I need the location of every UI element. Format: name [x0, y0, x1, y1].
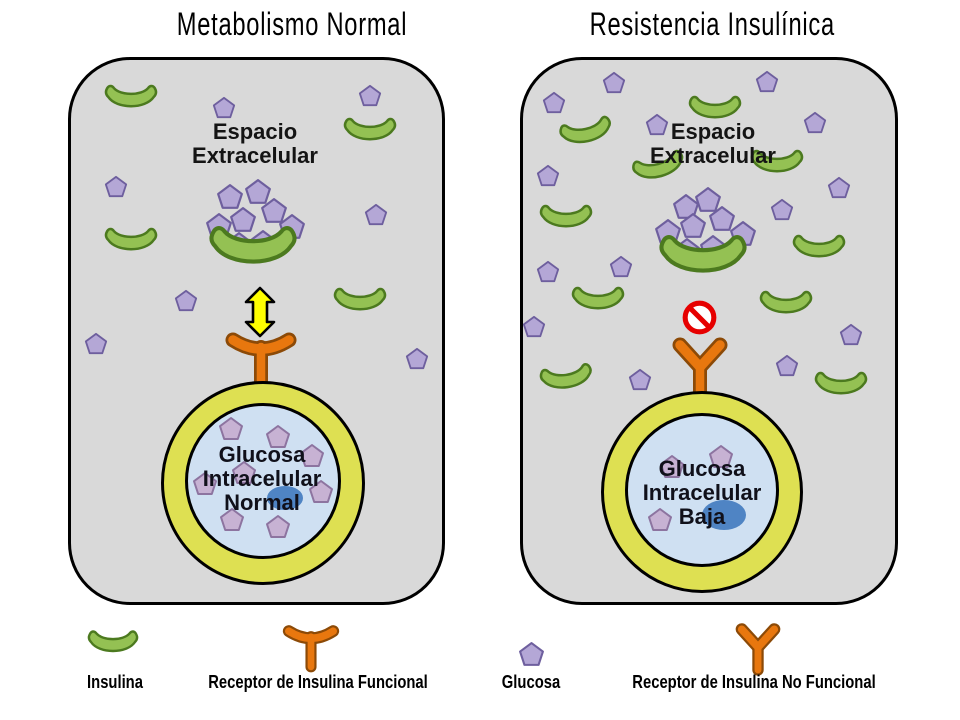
- left-extracellular-space-label: Espacio Extracelular: [135, 120, 375, 168]
- cell-label-line: Baja: [678, 504, 726, 529]
- cell-label-line: Glucosa: [218, 442, 306, 467]
- blocked-sign-icon: [682, 300, 717, 335]
- cell-label-line: Glucosa: [658, 456, 746, 481]
- space-label-line: Extracelular: [192, 143, 318, 168]
- nonfunctional-receptor-icon: [672, 337, 728, 402]
- cell-label-line: Normal: [224, 490, 300, 515]
- functional-receptor-icon: [225, 332, 297, 392]
- right-extracellular-space-label: Espacio Extracelular: [593, 120, 833, 168]
- space-label-line: Extracelular: [650, 143, 776, 168]
- cell-label-line: Intracelular: [642, 480, 762, 505]
- left-cell-glucose-label: Glucosa Intracelular Normal: [152, 443, 372, 515]
- legend-label-nonfunctional-receptor: Receptor de Insulina No Funcional: [632, 671, 876, 692]
- legend-label-functional-receptor: Receptor de Insulina Funcional: [208, 671, 428, 692]
- legend-label-glucose: Glucosa: [501, 671, 561, 692]
- legend-glucose-pentagon-icon: [518, 641, 544, 666]
- space-label-line: Espacio: [670, 119, 756, 144]
- right-cell-glucose-label: Glucosa Intracelular Baja: [592, 457, 812, 529]
- legend-functional-receptor-icon: [282, 625, 340, 673]
- left-panel-title: Metabolismo Normal: [176, 6, 408, 42]
- legend-nonfunctional-receptor-icon: [735, 623, 781, 676]
- cell-label-line: Intracelular: [202, 466, 322, 491]
- glucose-entry-arrow-icon: [244, 286, 276, 338]
- legend-label-insulin: Insulina: [87, 671, 143, 692]
- space-label-line: Espacio: [212, 119, 298, 144]
- legend-insulin-crescent-icon: [87, 630, 139, 653]
- right-panel-title: Resistencia Insulínica: [589, 6, 835, 42]
